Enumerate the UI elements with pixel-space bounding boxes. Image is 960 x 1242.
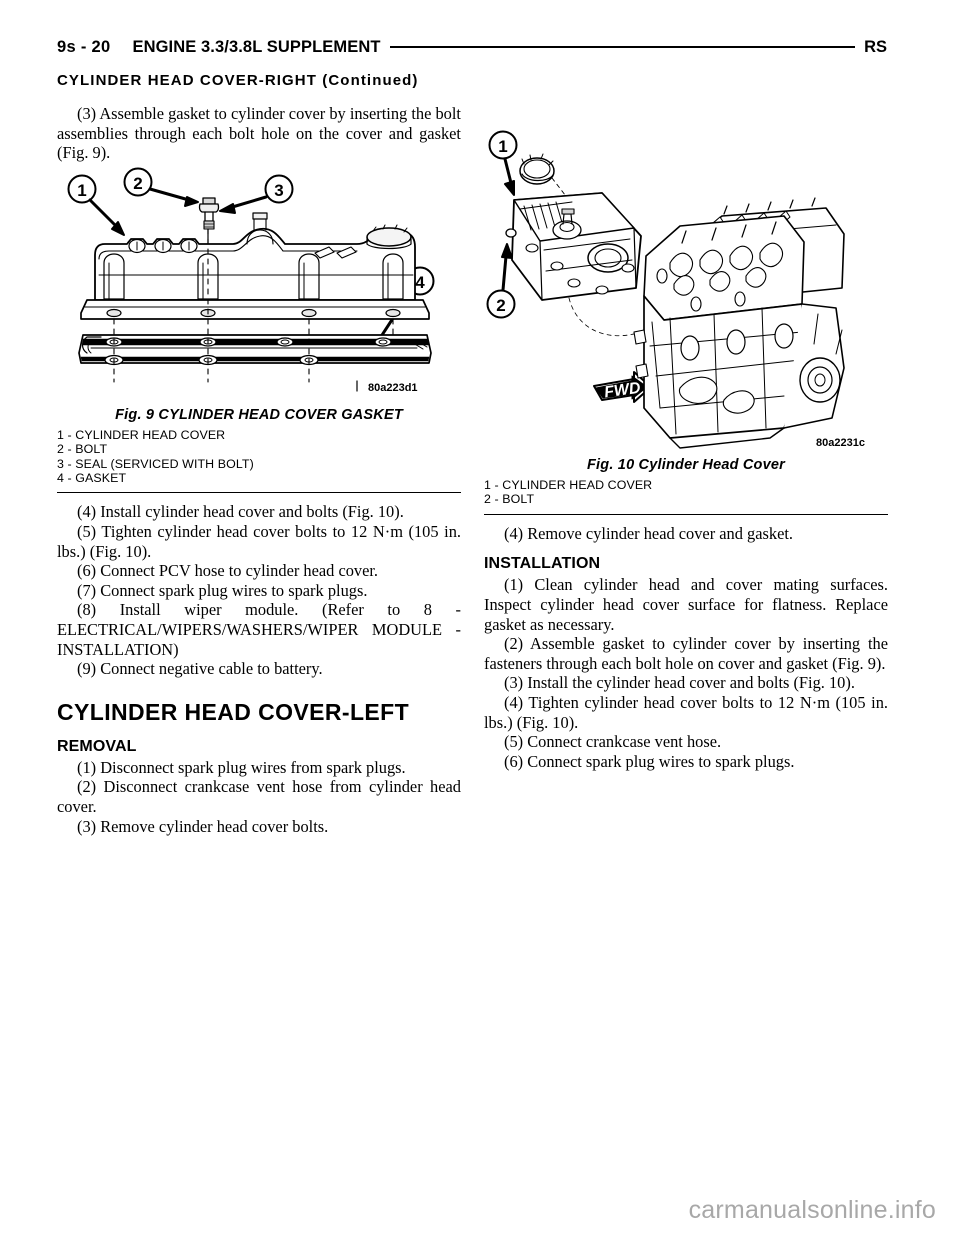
svg-text:1: 1: [498, 137, 507, 156]
legend-item: 4 - GASKET: [57, 471, 127, 485]
subsection-title-installation: INSTALLATION: [484, 555, 601, 573]
installation-step-2: (2) Assemble gasket to cylinder cover by…: [484, 634, 888, 673]
figure-10-divider: [484, 513, 888, 515]
page-number: 9s - 20: [57, 37, 111, 56]
svg-text:2: 2: [133, 174, 142, 193]
figure-9-divider: [57, 492, 461, 494]
installation-step-5: (5) Connect crankcase vent hose.: [504, 732, 722, 752]
figure-9-caption: Fig. 9 CYLINDER HEAD COVER GASKET: [115, 406, 403, 423]
figure-9-art-id: 80a223d1: [368, 382, 418, 394]
svg-text:1: 1: [77, 181, 86, 200]
paragraph-step-4: (4) Install cylinder head cover and bolt…: [77, 502, 404, 522]
right-column: 1 2: [484, 104, 888, 771]
installation-step-6: (6) Connect spark plug wires to spark pl…: [504, 751, 795, 771]
page-header: 9s - 20 ENGINE 3.3/3.8L SUPPLEMENT RS: [57, 34, 887, 60]
legend-item: 2 - BOLT: [57, 442, 108, 457]
header-rule: [389, 45, 856, 48]
legend-item: 1 - CYLINDER HEAD COVER: [57, 427, 226, 442]
legend-item: 2 - BOLT: [484, 492, 535, 507]
installation-step-1: (1) Clean cylinder head and cover mating…: [484, 575, 888, 634]
book-code: RS: [864, 37, 887, 56]
svg-text:2: 2: [496, 296, 505, 315]
section-continued-label: CYLINDER HEAD COVER-RIGHT (Continued): [57, 72, 419, 89]
figure-10-caption: Fig. 10 Cylinder Head Cover: [587, 457, 785, 473]
figure-9: 1 2 3 4: [57, 167, 461, 494]
figure-10-legend: 1 - CYLINDER HEAD COVER 2 - BOLT: [484, 478, 888, 507]
figure-10: 1 2: [484, 108, 888, 515]
figure-10-artwork: 1 2: [484, 108, 888, 453]
removal-step-2: (2) Disconnect crankcase vent hose from …: [57, 777, 461, 816]
paragraph-step-3: (3) Assemble gasket to cylinder cover by…: [57, 104, 461, 163]
figure-10-art-id: 80a2231c: [816, 437, 865, 449]
manual-title: ENGINE 3.3/3.8L SUPPLEMENT: [132, 37, 381, 56]
svg-text:4: 4: [415, 273, 425, 292]
removal-step-1: (1) Disconnect spark plug wires from spa…: [77, 757, 406, 777]
removal-step-3: (3) Remove cylinder head cover bolts.: [77, 816, 329, 836]
paragraph-step-5: (5) Tighten cylinder head cover bolts to…: [57, 522, 461, 561]
subsection-title-removal: REMOVAL: [57, 737, 137, 755]
figure-9-legend: 1 - CYLINDER HEAD COVER 2 - BOLT 3 - SEA…: [57, 428, 461, 486]
installation-step-3: (3) Install the cylinder head cover and …: [504, 673, 855, 693]
removal-step-4: (4) Remove cylinder head cover and gaske…: [504, 523, 793, 543]
paragraph-step-6: (6) Connect PCV hose to cylinder head co…: [77, 561, 379, 581]
paragraph-step-9: (9) Connect negative cable to battery.: [77, 659, 323, 679]
legend-item: 1 - CYLINDER HEAD COVER: [484, 478, 653, 492]
installation-step-4: (4) Tighten cylinder head cover bolts to…: [484, 692, 888, 732]
fwd-direction-label: FWD: [603, 380, 642, 402]
paragraph-step-7: (7) Connect spark plug wires to spark pl…: [77, 580, 368, 600]
paragraph-step-8: (8) Install wiper module. (Refer to 8 - …: [57, 600, 461, 659]
left-column: (3) Assemble gasket to cylinder cover by…: [57, 104, 461, 836]
section-title-cylinder-head-cover-left: CYLINDER HEAD COVER-LEFT: [57, 698, 410, 725]
figure-9-artwork: 1 2 3 4: [57, 167, 461, 403]
svg-text:3: 3: [274, 181, 283, 200]
site-watermark: carmanualsonline.info: [688, 1196, 936, 1224]
legend-item: 3 - SEAL (SERVICED WITH BOLT): [57, 456, 254, 471]
